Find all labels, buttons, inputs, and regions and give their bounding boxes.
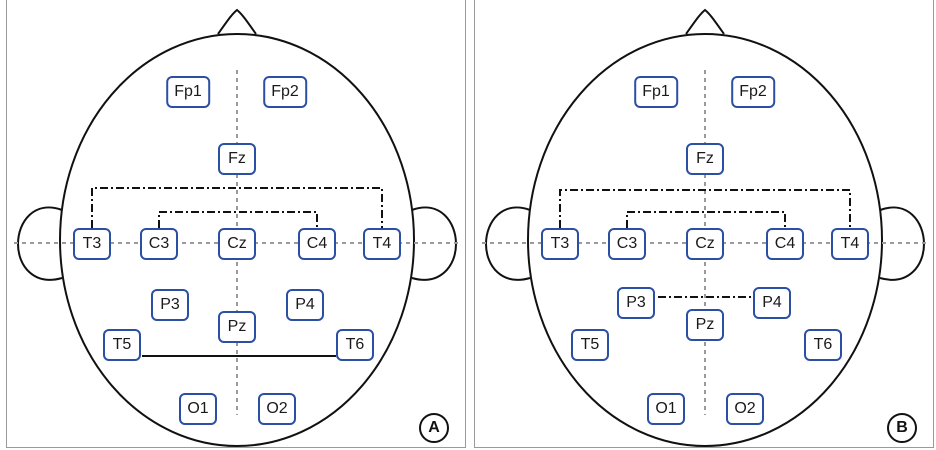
electrode-pz: Pz: [218, 311, 256, 343]
electrode-o1: O1: [647, 393, 685, 425]
panel-letter: A: [419, 413, 449, 443]
electrode-fp1: Fp1: [166, 76, 210, 108]
electrode-c3: C3: [140, 228, 178, 260]
connection-c3-c4: [626, 211, 786, 228]
panel-frame: [474, 0, 934, 448]
electrode-pz: Pz: [686, 309, 724, 341]
electrode-c4: C4: [766, 228, 804, 260]
electrode-cz: Cz: [218, 228, 256, 260]
electrode-fp2: Fp2: [263, 76, 307, 108]
electrode-cz: Cz: [686, 228, 724, 260]
electrode-t3: T3: [541, 228, 579, 260]
electrode-c4: C4: [298, 228, 336, 260]
electrode-t6: T6: [804, 329, 842, 361]
electrode-fp1: Fp1: [634, 76, 678, 108]
electrode-t6: T6: [336, 329, 374, 361]
electrode-t5: T5: [571, 329, 609, 361]
electrode-t4: T4: [363, 228, 401, 260]
electrode-fz: Fz: [218, 143, 256, 175]
electrode-p4: P4: [753, 287, 791, 319]
head-diagram: [14, 8, 460, 447]
electrode-fz: Fz: [686, 143, 724, 175]
electrode-t3: T3: [73, 228, 111, 260]
electrode-p3: P3: [151, 289, 189, 321]
head-diagram: [482, 8, 928, 447]
electrode-o2: O2: [726, 393, 764, 425]
electrode-p4: P4: [286, 289, 324, 321]
electrode-o1: O1: [179, 393, 217, 425]
electrode-c3: C3: [608, 228, 646, 260]
panel-b: Fp1 Fp2 Fz T3 C3 Cz C4 T4 P3 P4 Pz T5 T6…: [474, 0, 936, 450]
connection-c3-c4: [158, 211, 318, 228]
connection-t3-t4: [559, 189, 851, 228]
nose: [685, 8, 725, 35]
electrode-p3: P3: [617, 287, 655, 319]
panel-letter: B: [887, 413, 917, 443]
electrode-t5: T5: [103, 329, 141, 361]
electrode-o2: O2: [258, 393, 296, 425]
panel-frame: [6, 0, 466, 448]
electrode-t4: T4: [831, 228, 869, 260]
head-outline: [527, 33, 883, 447]
nose: [217, 8, 257, 35]
connection-t3-t4: [91, 187, 383, 228]
electrode-fp2: Fp2: [731, 76, 775, 108]
head-outline: [59, 33, 415, 447]
panel-a: Fp1 Fp2 Fz T3 C3 Cz C4 T4 P3 P4 Pz T5 T6…: [6, 0, 468, 450]
